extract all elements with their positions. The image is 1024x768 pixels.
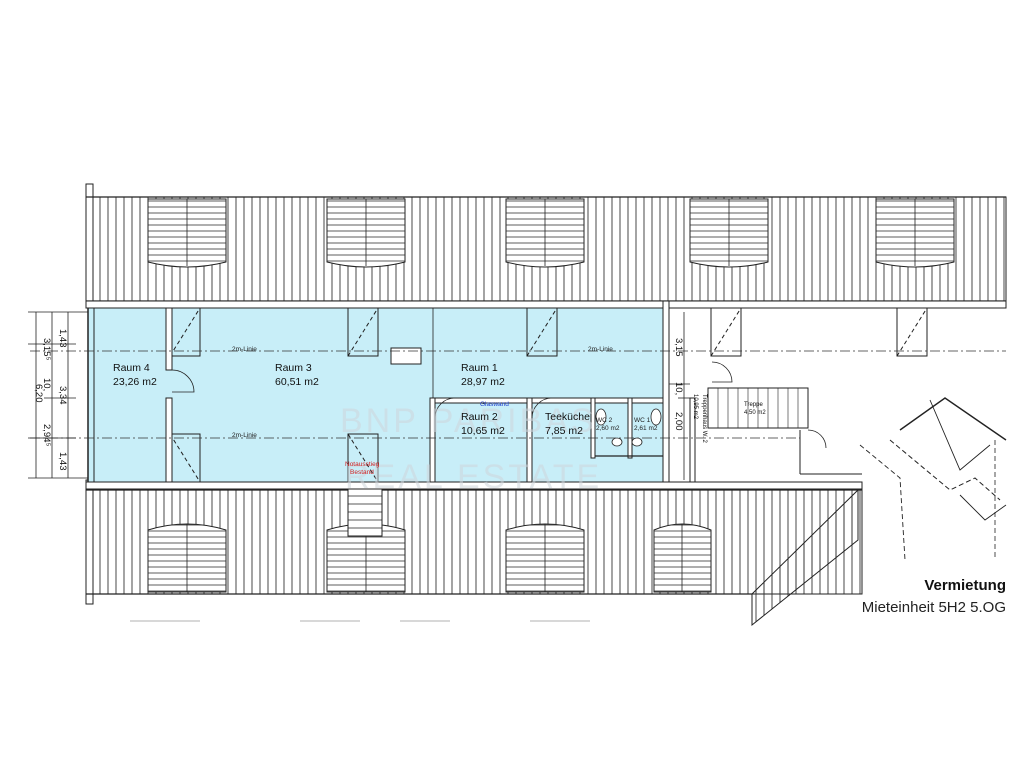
stairwell-area: 10,95 m2 [692, 394, 698, 420]
emergency-exit-ladder [347, 487, 383, 537]
lower-dormers [147, 523, 712, 593]
dim-left-3: 10, [41, 378, 52, 391]
emergency-exit-label-1: Notausstieg [345, 461, 380, 468]
room-2-area: 10,65 m2 [461, 425, 505, 437]
watermark-line2: REAL ESTATE [345, 458, 602, 496]
dim-right-2: 10, [673, 382, 684, 395]
dim-left-7: 1,43 [57, 452, 68, 471]
caption-subtitle: Mieteinheit 5H2 5.OG [861, 599, 1006, 616]
wc-1-area: 2,61 m2 [634, 425, 658, 432]
tea-kitchen-area: 7,85 m2 [545, 425, 583, 437]
room-1-name: Raum 1 [461, 362, 498, 374]
dim-left-4: 6,20 [33, 384, 44, 403]
watermark-line1: BNP PARIBAS [340, 402, 597, 440]
dim-left-2: 3,15⁵ [41, 338, 52, 360]
dim-left-1: 1,43 [57, 329, 68, 348]
dim-left-5: 3,34 [57, 386, 68, 405]
room-2-name: Raum 2 [461, 411, 498, 423]
room-3-area: 60,51 m2 [275, 376, 319, 388]
stair-area: 4,50 m2 [744, 410, 766, 416]
wc-1-name: WC 1 [634, 417, 651, 424]
upper-dormers [147, 198, 955, 268]
room-4-name: Raum 4 [113, 362, 150, 374]
room-4-area: 23,26 m2 [113, 376, 157, 388]
stairwell-name: Treppenhaus W. 2 [701, 394, 707, 443]
two-meter-line-label-3: 2m-Linie [232, 432, 257, 439]
stair-name: Treppe [744, 402, 763, 408]
tea-kitchen-name: Teeküche [545, 411, 590, 423]
right-dimension-chain [678, 312, 690, 480]
internal-walls [165, 300, 1007, 561]
dim-right-1: 3,15 [673, 338, 684, 357]
rental-area [85, 300, 1007, 490]
dim-left-6: 2,94⁵ [41, 424, 52, 446]
wc-2-area: 2,60 m2 [596, 425, 620, 432]
two-meter-line-label-1: 2m-Linie [232, 346, 257, 353]
emergency-exit-label-2: Bestand [350, 469, 374, 476]
caption-title: Vermietung [924, 577, 1006, 594]
two-meter-lines [30, 350, 1006, 439]
room-3-name: Raum 3 [275, 362, 312, 374]
room-1-area: 28,97 m2 [461, 376, 505, 388]
caption: Vermietung Mieteinheit 5H2 5.OG [862, 577, 1006, 616]
wc-2-name: WC 2 [596, 417, 613, 424]
left-dimension-chain [28, 311, 88, 479]
glass-wall-label: Glaswand [480, 401, 509, 408]
two-meter-line-label-2: 2m-Linie [588, 346, 613, 353]
dim-right-3: 2,00 [673, 412, 684, 431]
